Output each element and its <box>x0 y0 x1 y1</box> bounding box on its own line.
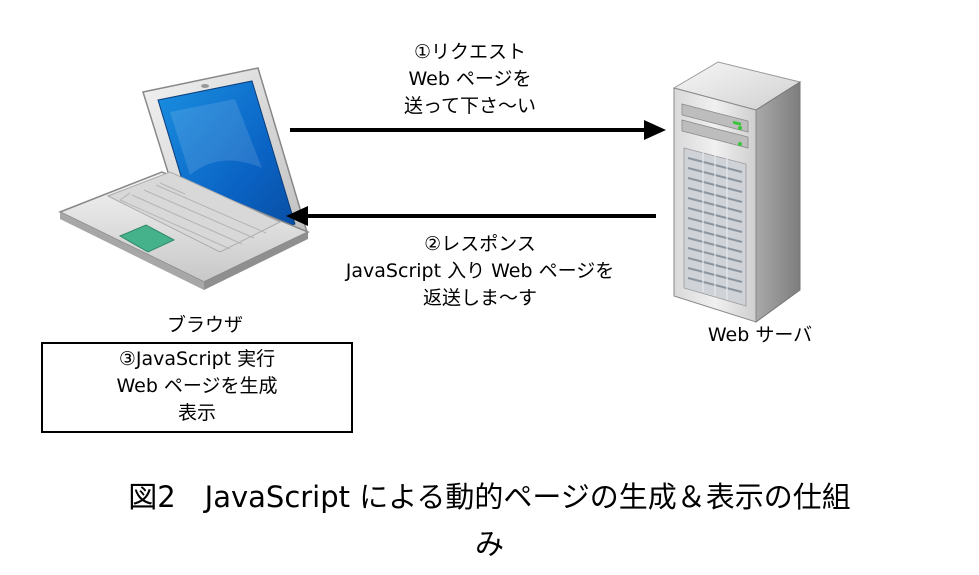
request-arrow <box>290 120 666 140</box>
browser-box-line-3: 表示 <box>177 402 216 424</box>
figure-caption: 図2 JavaScript による動的ページの生成＆表示の仕組 <box>128 480 851 514</box>
response-label-line-1: ②レスポンス <box>424 233 536 255</box>
browser-box-line-2: Web ページを生成 <box>116 375 278 397</box>
laptop-icon <box>58 67 310 290</box>
request-label-line-2: Web ページを <box>408 68 532 90</box>
response-label: ②レスポンス JavaScript 入り Web ページを 返送しま～す <box>305 231 655 312</box>
figure-caption-wrap: み <box>474 527 504 561</box>
server-icon <box>672 61 802 323</box>
browser-action-box: ③JavaScript 実行 Web ページを生成 表示 <box>41 342 353 433</box>
request-label-line-3: 送って下さ～い <box>403 95 537 117</box>
server-label: Web サーバ <box>707 324 813 346</box>
request-label-line-1: ①リクエスト <box>413 41 527 63</box>
response-arrow <box>286 206 656 226</box>
browser-box-line-1: ③JavaScript 実行 <box>118 348 276 370</box>
request-label: ①リクエスト Web ページを 送って下さ～い <box>340 39 600 120</box>
response-label-line-3: 返送しま～す <box>422 287 537 309</box>
response-label-line-2: JavaScript 入り Web ページを <box>345 260 615 282</box>
browser-label: ブラウザ <box>166 314 243 336</box>
